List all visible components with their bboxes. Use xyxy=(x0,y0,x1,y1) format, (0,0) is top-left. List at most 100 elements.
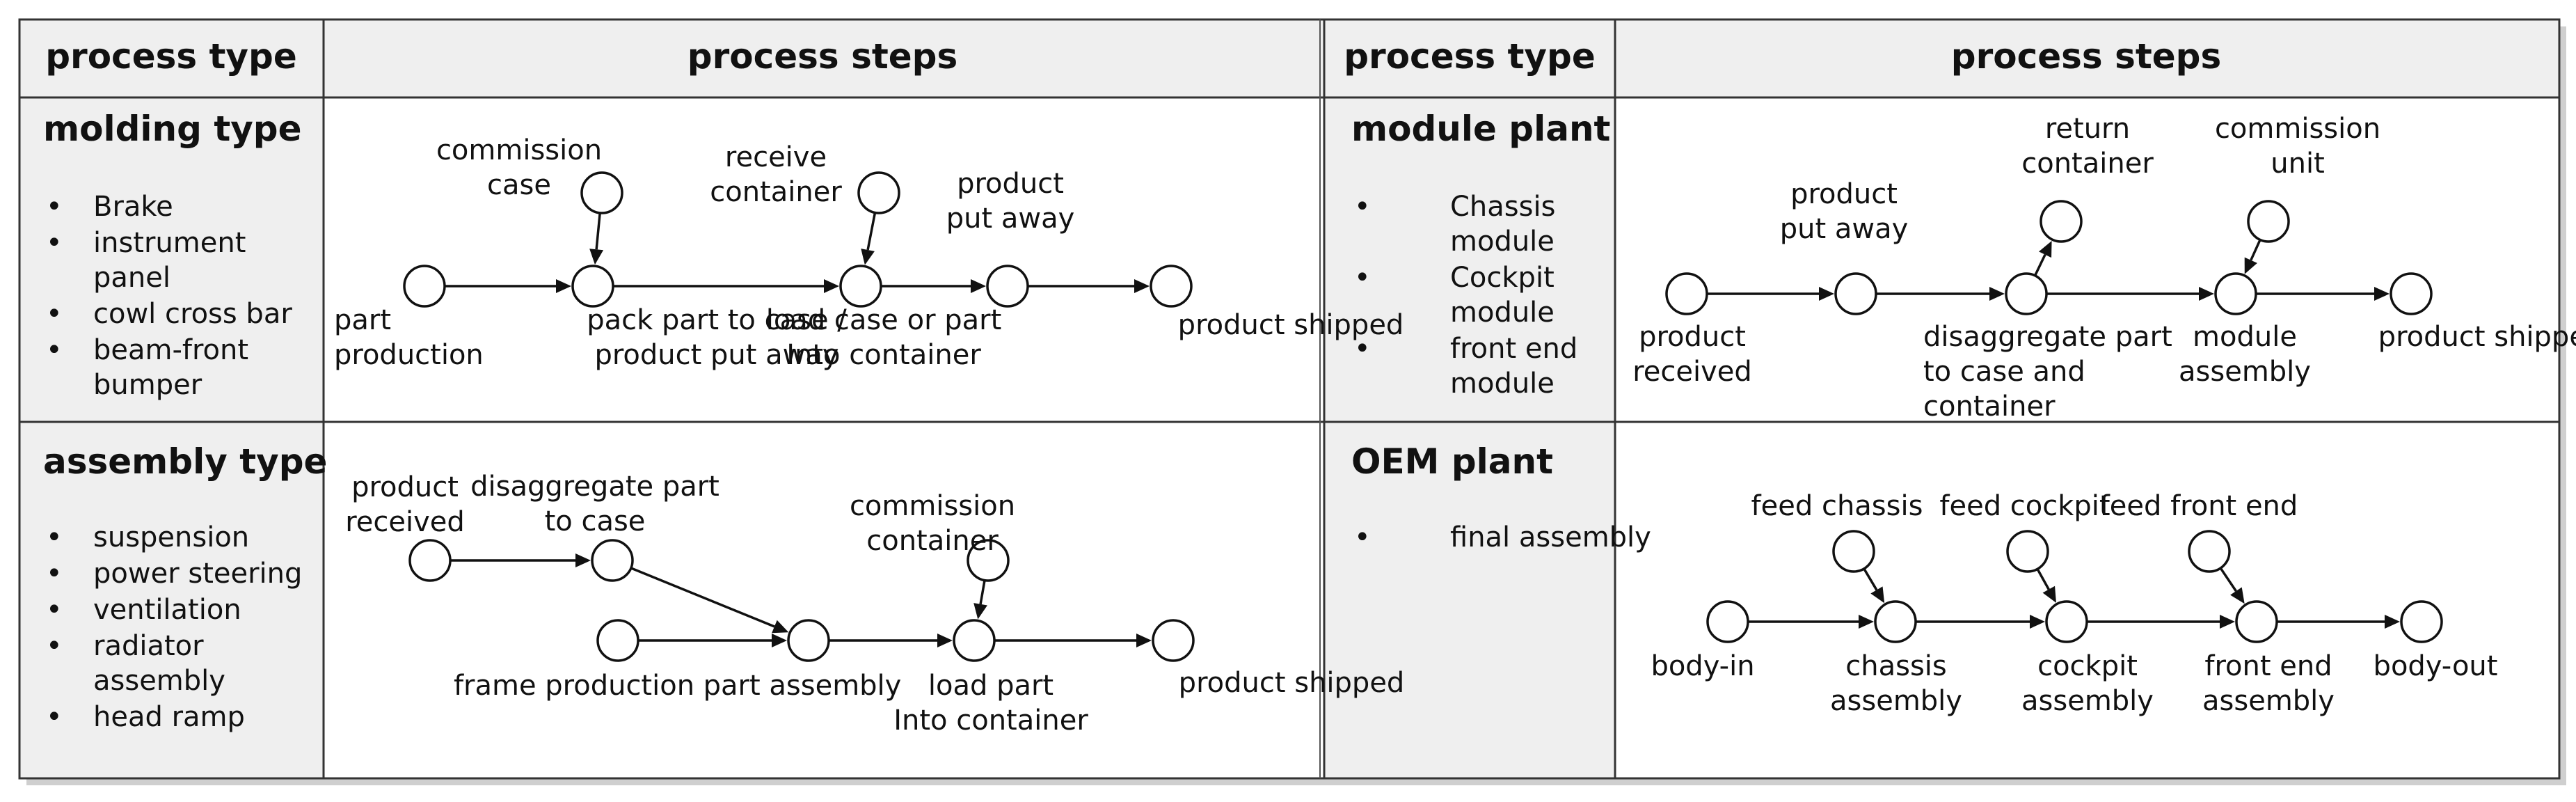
bullet-icon: • xyxy=(1354,521,1371,553)
process-step-node xyxy=(787,619,830,662)
bullet-icon: • xyxy=(46,594,63,626)
process-step-node xyxy=(571,265,614,308)
process-step-label: Into container xyxy=(786,339,981,371)
process-step-node xyxy=(2247,200,2290,243)
type-cell-item: module xyxy=(1450,368,1555,400)
flow-arrow xyxy=(2219,567,2237,592)
type-cell-title: module plant xyxy=(1351,109,1610,149)
process-step-node xyxy=(1834,272,1877,315)
process-step-label: container xyxy=(710,176,842,208)
process-step-label: product xyxy=(351,471,459,503)
arrowhead-icon xyxy=(2199,287,2214,301)
arrowhead-icon xyxy=(1859,615,1874,629)
process-step-node xyxy=(1832,530,1875,573)
left-type-column xyxy=(19,19,324,778)
arrowhead-icon xyxy=(556,279,571,293)
process-step-node xyxy=(2005,272,2048,315)
bullet-icon: • xyxy=(1354,333,1371,365)
process-step-label: load part xyxy=(928,670,1054,702)
flow-arrow xyxy=(2033,254,2046,276)
type-cell-item: power steering xyxy=(93,558,302,590)
process-step-node xyxy=(953,619,996,662)
process-step-node xyxy=(967,539,1010,582)
process-step-node xyxy=(2235,600,2278,643)
process-step-node xyxy=(986,265,1029,308)
type-cell-item: Brake xyxy=(93,191,173,223)
flow-arrow xyxy=(1863,568,1878,591)
type-cell-item: beam-front xyxy=(93,334,248,366)
bullet-icon: • xyxy=(46,701,63,733)
process-step-label: unit xyxy=(2271,148,2325,180)
process-step-node xyxy=(408,539,452,582)
process-step-node xyxy=(1874,600,1917,643)
header-process-steps-left: process steps xyxy=(687,36,957,77)
arrowhead-icon xyxy=(772,620,789,634)
process-step-label: product put away xyxy=(594,339,838,371)
process-step-label: disaggregate part xyxy=(470,471,719,503)
type-cell-item: module xyxy=(1450,297,1555,329)
arrowhead-icon xyxy=(824,279,839,293)
process-step-label: frame production xyxy=(454,670,694,702)
bullet-icon: • xyxy=(46,227,63,259)
process-step-node xyxy=(580,171,623,214)
process-step-label: body-in xyxy=(1651,650,1754,682)
type-cells: molding type•Brake•instrumentpanel•cowl … xyxy=(43,109,1651,733)
arrowhead-icon xyxy=(1134,279,1150,293)
process-step-label: container xyxy=(866,525,999,557)
process-step-label: case xyxy=(487,169,551,201)
header-process-type-left: process type xyxy=(45,36,296,77)
process-step-label: production xyxy=(334,339,484,371)
process-step-label: assembly xyxy=(2202,685,2335,717)
process-step-label: feed cockpit xyxy=(1939,490,2110,522)
bullet-icon: • xyxy=(46,191,63,223)
arrowhead-icon xyxy=(2039,240,2052,258)
arrowhead-icon xyxy=(861,249,875,265)
type-cell-item: Chassis xyxy=(1450,191,1555,223)
process-step-label: feed chassis xyxy=(1751,490,1923,522)
process-step-label: assembly xyxy=(2021,685,2154,717)
table-background xyxy=(19,19,2559,778)
arrowhead-icon xyxy=(2220,615,2235,629)
process-step-node xyxy=(2040,200,2083,243)
process-step-label: disaggregate part xyxy=(1923,321,2172,353)
type-cell-item: instrument xyxy=(93,227,246,259)
type-cell-item: front end xyxy=(1450,333,1577,365)
bullet-icon: • xyxy=(1354,262,1371,294)
process-step-label: cockpit xyxy=(2037,650,2138,682)
arrowhead-icon xyxy=(772,634,787,647)
arrowhead-icon xyxy=(2374,287,2390,301)
process-step-node xyxy=(1150,265,1193,308)
process-step-label: commission xyxy=(2215,113,2380,145)
arrowhead-icon xyxy=(971,279,986,293)
right-type-column xyxy=(1324,19,1615,778)
process-step-label: put away xyxy=(1780,213,1909,245)
arrowhead-icon xyxy=(2230,587,2245,604)
process-step-label: body-out xyxy=(2374,650,2498,682)
type-cell-item: ventilation xyxy=(93,594,241,626)
type-cell-title: molding type xyxy=(43,109,302,149)
arrowhead-icon xyxy=(2042,585,2056,603)
bullet-icon: • xyxy=(46,630,63,662)
process-step-node xyxy=(2400,600,2443,643)
bullet-icon: • xyxy=(46,334,63,366)
bullet-icon: • xyxy=(46,558,63,590)
type-cell-item: cowl cross bar xyxy=(93,298,292,330)
process-step-label: feed front end xyxy=(2100,490,2298,522)
process-step-node xyxy=(591,539,634,582)
type-cell-title: assembly type xyxy=(43,441,327,482)
flow-arrow xyxy=(979,580,986,605)
arrowhead-icon xyxy=(575,553,591,567)
process-step-label: chassis xyxy=(1845,650,1947,682)
process-step-node xyxy=(2006,530,2049,573)
process-step-node xyxy=(2390,272,2433,315)
type-cell: module plant•Chassismodule•Cockpitmodule… xyxy=(1351,109,1610,400)
process-step-label: product shipped xyxy=(1178,309,1404,341)
process-step-node xyxy=(2214,272,2257,315)
header-row xyxy=(19,19,2559,97)
process-step-label: assembly xyxy=(2179,356,2311,388)
